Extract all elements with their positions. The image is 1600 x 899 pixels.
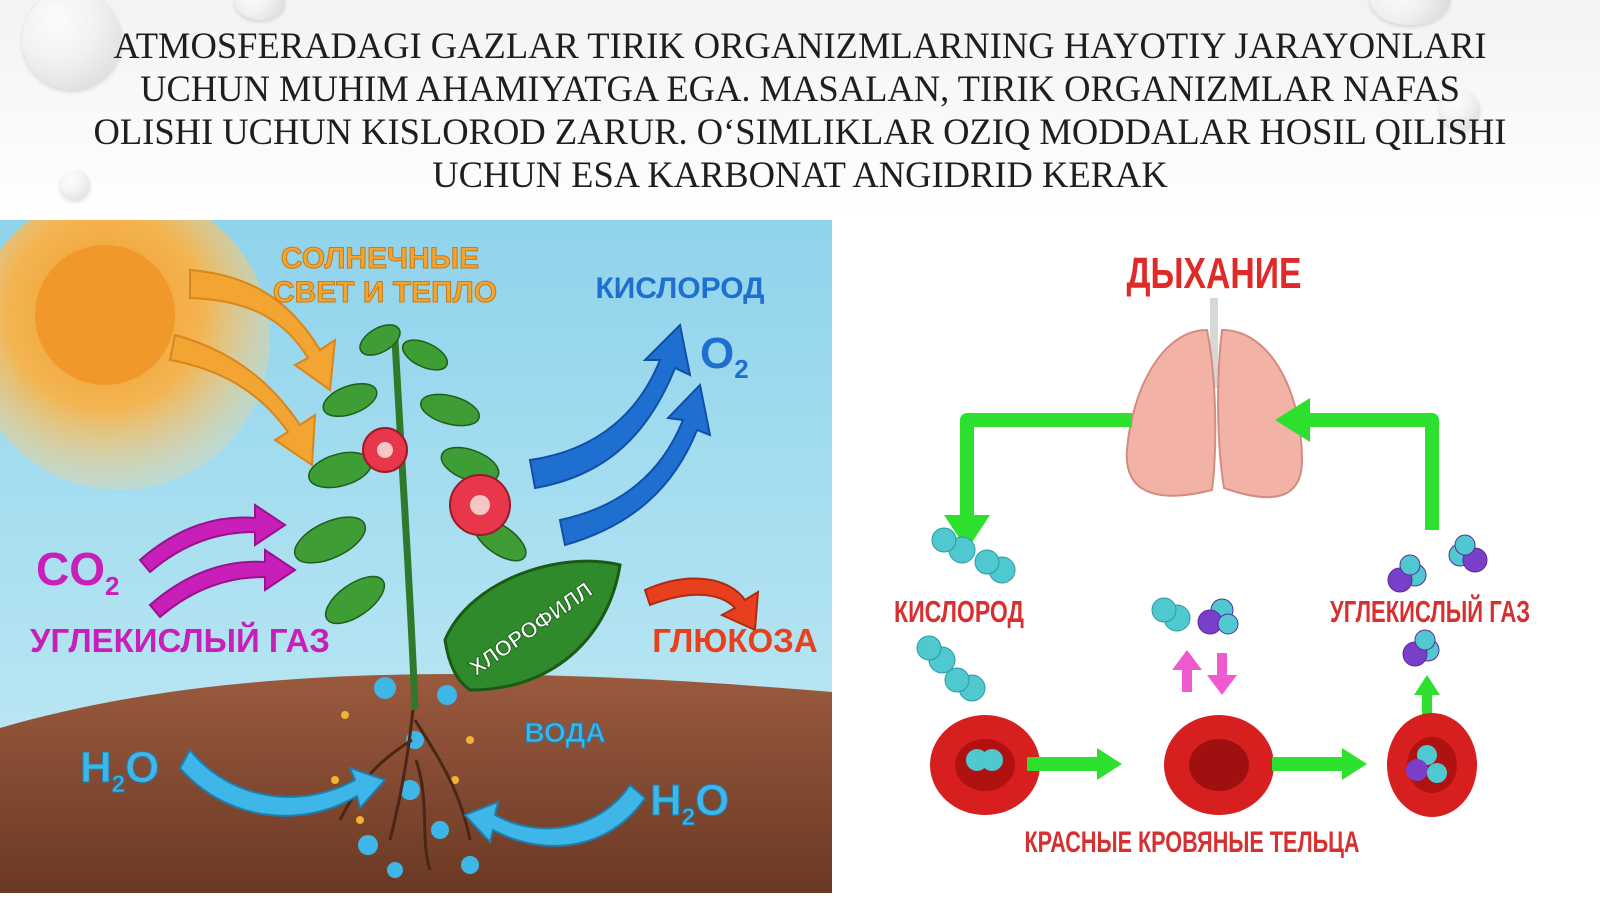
arrow-down-icon xyxy=(1207,653,1237,695)
title-line: UCHUN MUHIM AHAMIYATGA EGA. MASALAN, TIR… xyxy=(140,68,1460,109)
plant-flowers xyxy=(362,427,511,536)
oxygen-label: КИСЛОРОД xyxy=(894,594,1024,629)
arrow-up-icon xyxy=(1172,650,1202,692)
co2-label: УГЛЕКИСЛЫЙ ГАЗ xyxy=(30,621,330,659)
slide-background xyxy=(0,0,1600,220)
water-drop-decoration xyxy=(235,0,285,20)
plant-stem xyxy=(391,339,419,711)
plant-leaves xyxy=(293,324,527,625)
sun-icon xyxy=(35,245,175,385)
lungs-icon xyxy=(1125,298,1304,499)
water-drop-decoration xyxy=(60,170,90,200)
oxygen-arrows xyxy=(528,322,712,547)
water-drop-decoration xyxy=(22,0,122,90)
arrow-up-icon xyxy=(1414,675,1440,715)
arrow-head xyxy=(944,515,990,550)
respiration-title: ДЫХАНИЕ xyxy=(1127,249,1302,298)
sunlight-label: СВЕТ И ТЕПЛО xyxy=(273,276,497,309)
rbc-label: КРАСНЫЕ КРОВЯНЫЕ ТЕЛЬЦА xyxy=(1025,826,1360,859)
title-line: OLISHI UCHUN KISLOROD ZARUR. O‘SIMLIKLAR… xyxy=(93,111,1507,152)
glucose-arrow xyxy=(643,577,760,632)
co2-formula: CO2 xyxy=(36,543,119,601)
oxygen-label: КИСЛОРОД xyxy=(595,272,764,305)
glucose-label: ГЛЮКОЗА xyxy=(652,622,817,659)
co2-label: УГЛЕКИСЛЫЙ ГАЗ xyxy=(1330,593,1530,629)
circulation-arrows xyxy=(960,413,1439,530)
sunlight-label: СОЛНЕЧНЫЕ xyxy=(281,242,479,275)
water-label: ВОДА xyxy=(524,717,605,748)
o2-formula: O2 xyxy=(700,329,749,384)
water-drop-decoration xyxy=(1440,90,1480,130)
arrow-head xyxy=(1275,398,1310,442)
chlorophyll-leaf xyxy=(443,559,622,692)
respiration-diagram: ДЫХАНИЕ КИСЛОРОД УГЛЕКИСЛЫЙ ГАЗ xyxy=(832,220,1600,893)
co2-molecules xyxy=(1197,534,1488,667)
red-blood-cells xyxy=(930,713,1477,817)
photosynthesis-diagram: СОЛНЕЧНЫЕ СВЕТ И ТЕПЛО КИСЛОРОД O2 CO2 У… xyxy=(0,220,832,893)
water-arrows xyxy=(178,748,647,847)
flow-arrows xyxy=(1027,748,1367,780)
oxygen-molecules xyxy=(916,527,1191,702)
title-line: UCHUN ESA KARBONAT ANGIDRID KERAK xyxy=(432,154,1168,195)
h2o-formula-right: H2O xyxy=(650,776,729,831)
h2o-formula-left: H2O xyxy=(80,743,159,798)
co2-arrows xyxy=(138,503,297,619)
sunlight-arrows xyxy=(168,268,337,467)
title-line: ATMOSFERADAGI GAZLAR TIRIK ORGANIZMLARNI… xyxy=(113,25,1487,66)
slide-title: ATMOSFERADAGI GAZLAR TIRIK ORGANIZMLARNI… xyxy=(20,24,1580,196)
